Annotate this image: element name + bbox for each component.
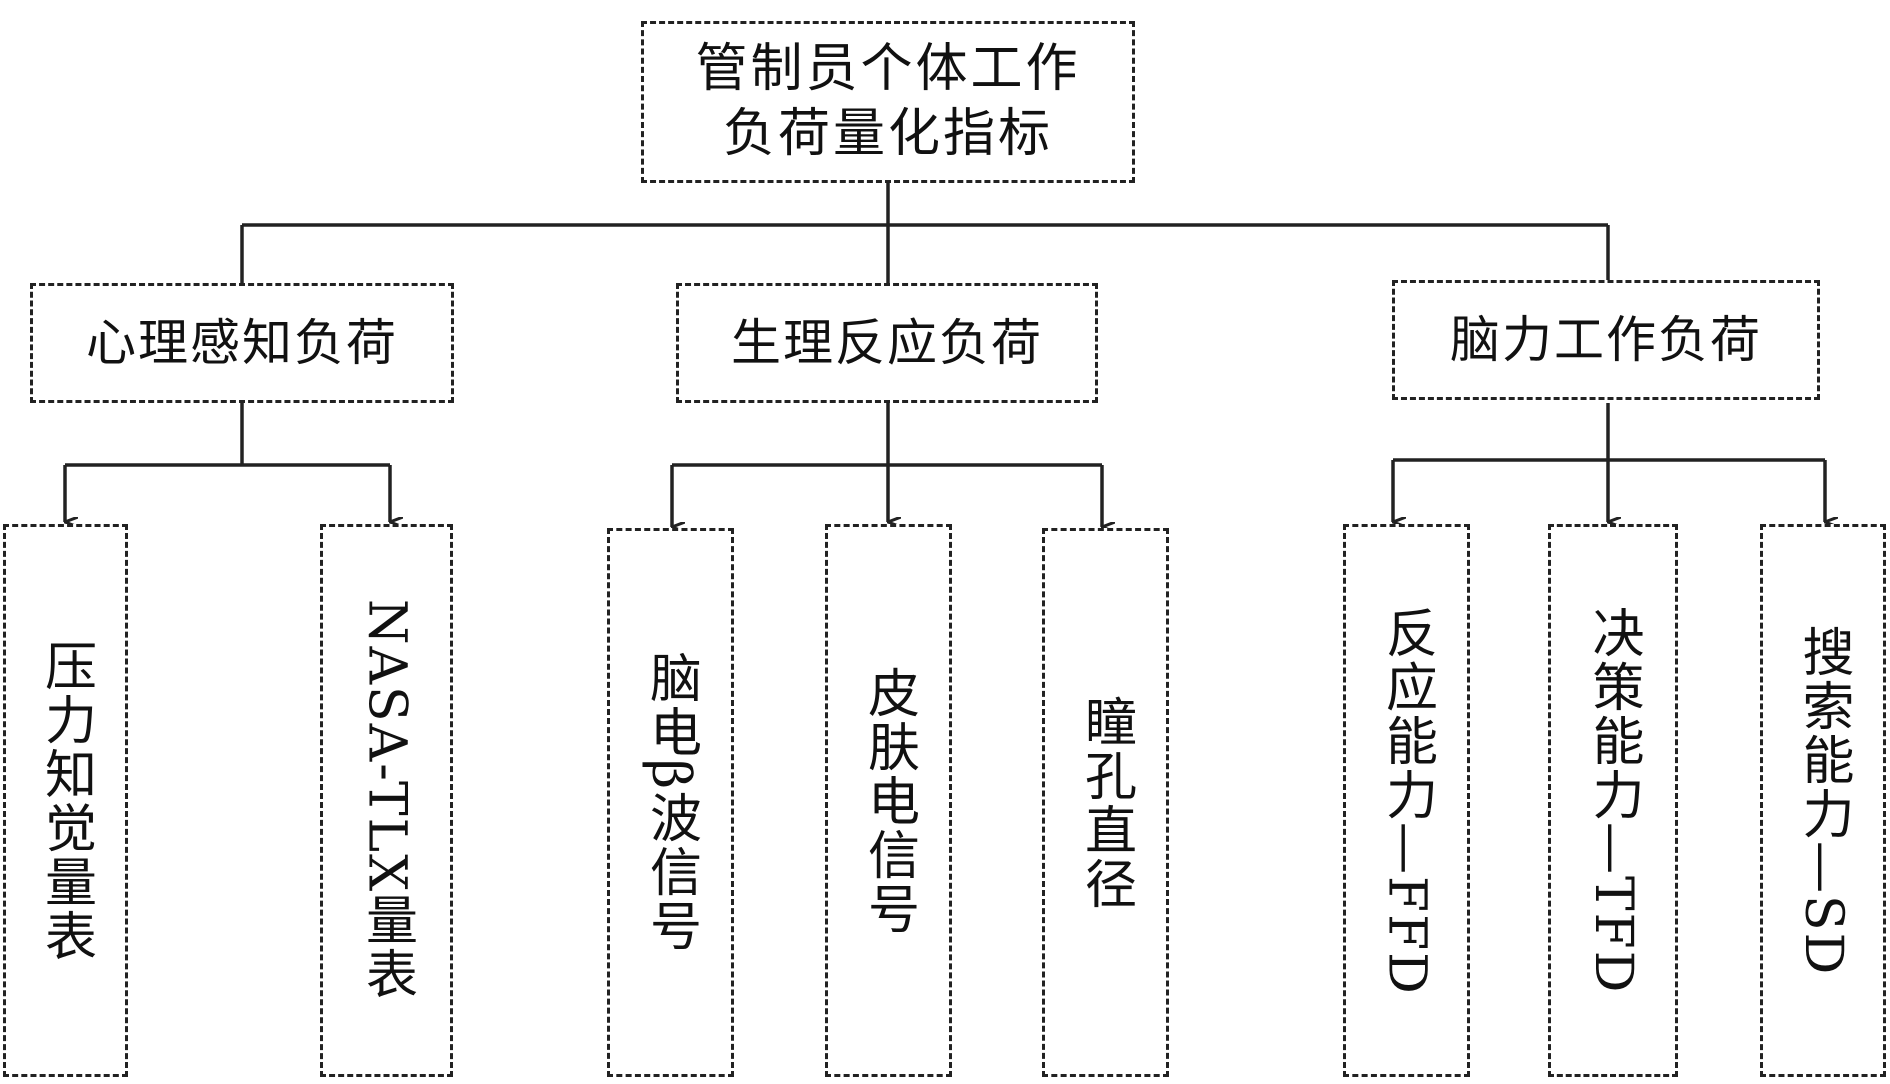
- leaf-node: 决策能力—TFD: [1548, 524, 1678, 1077]
- category-label: 心理感知负荷: [86, 314, 398, 372]
- leaf-node: 搜索能力—SD: [1760, 524, 1886, 1077]
- category-node-mental: 脑力工作负荷: [1392, 280, 1820, 400]
- leaf-node: NASA-TLX量表: [320, 524, 453, 1077]
- leaf-node: 瞳孔直径: [1042, 528, 1169, 1077]
- leaf-node: 压力知觉量表: [3, 524, 128, 1077]
- leaf-node: 反应能力—FFD: [1343, 524, 1470, 1077]
- category-label: 生理反应负荷: [731, 314, 1043, 372]
- category-label: 脑力工作负荷: [1450, 311, 1762, 369]
- root-title-line1: 管制员个体工作: [695, 39, 1081, 99]
- leaf-label: 皮肤电信号: [858, 665, 919, 936]
- leaf-label: 搜索能力—SD: [1793, 624, 1853, 977]
- leaf-label: 反应能力—FFD: [1376, 605, 1437, 996]
- leaf-node: 脑电β波信号: [607, 528, 734, 1077]
- root-node: 管制员个体工作 负荷量化指标: [641, 21, 1135, 183]
- leaf-label: 决策能力—TFD: [1583, 606, 1643, 995]
- leaf-label: 压力知觉量表: [35, 638, 96, 963]
- category-node-psychological: 心理感知负荷: [30, 283, 454, 403]
- leaf-label: 瞳孔直径: [1075, 694, 1136, 911]
- leaf-node: 皮肤电信号: [825, 524, 952, 1077]
- leaf-label: NASA-TLX量表: [356, 599, 417, 1002]
- root-title-line2: 负荷量化指标: [722, 104, 1053, 164]
- category-node-physiological: 生理反应负荷: [676, 283, 1098, 403]
- leaf-label: 脑电β波信号: [640, 651, 701, 954]
